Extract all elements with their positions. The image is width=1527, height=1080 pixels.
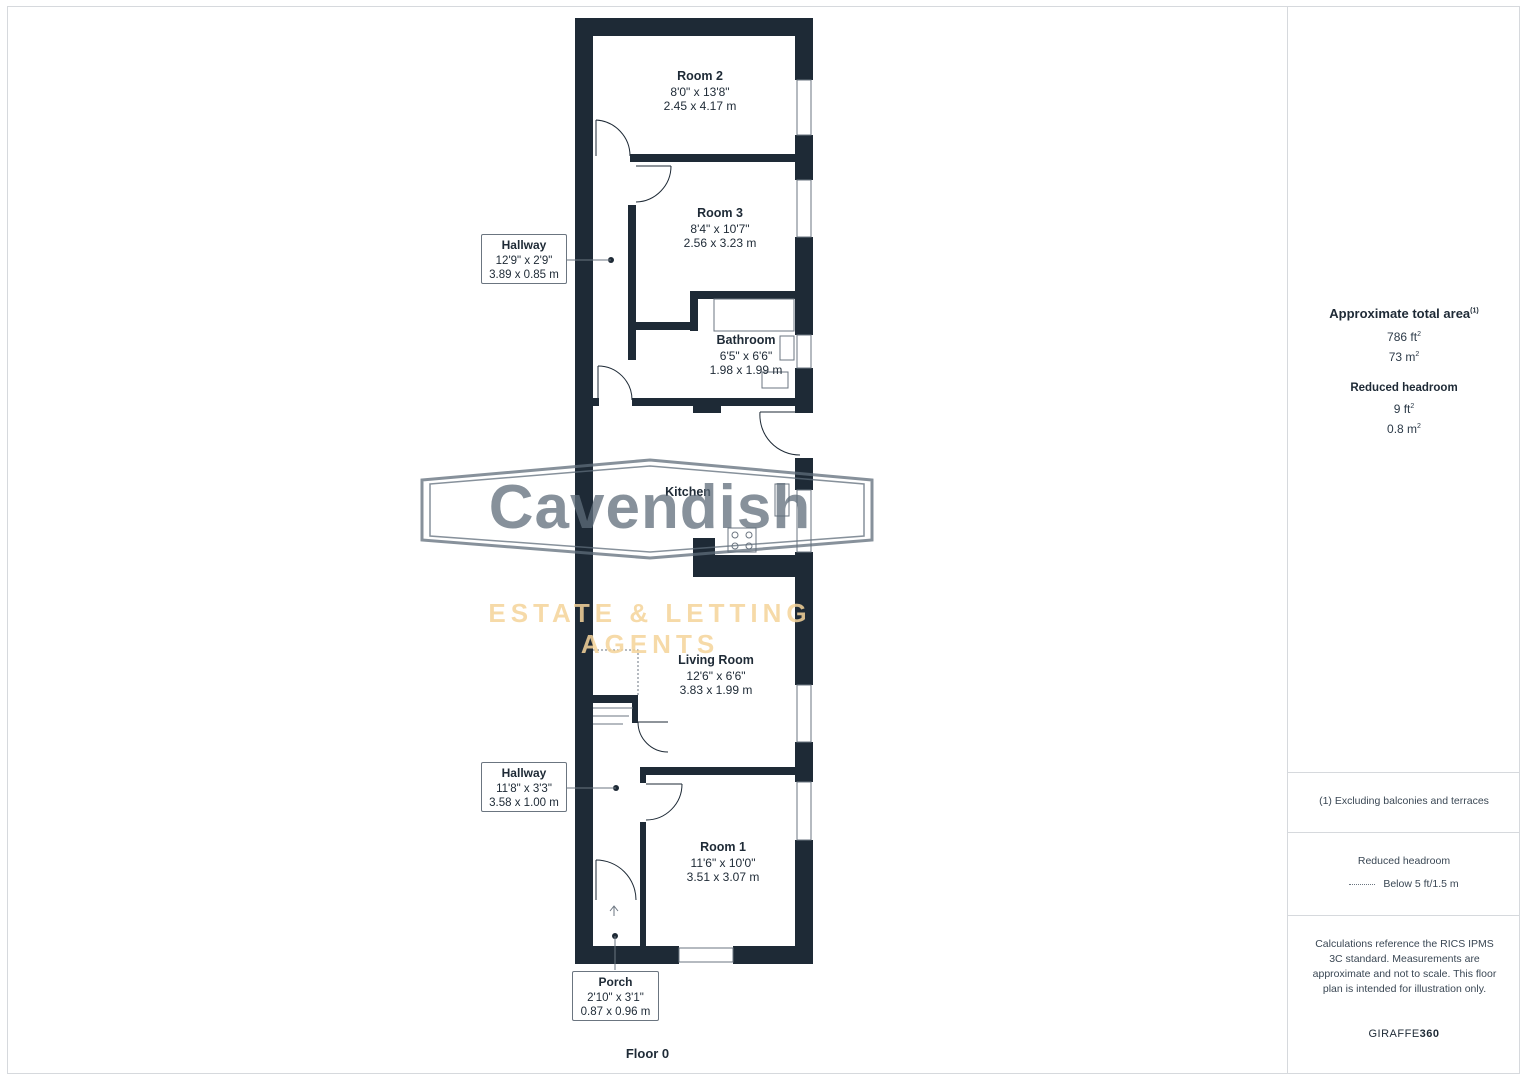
callout-name: Hallway <box>501 766 547 780</box>
legend-dotted-line <box>1349 883 1376 885</box>
total-area-block: Approximate total area(1) 786 ft2 73 m2 … <box>1288 306 1520 436</box>
callout-imperial: 12'9" x 2'9" <box>495 254 553 267</box>
info-sidebar: Approximate total area(1) 786 ft2 73 m2 … <box>1287 6 1520 1074</box>
callout-imperial: 11'8" x 3'3" <box>496 782 552 795</box>
leader-lines <box>567 259 616 970</box>
sidebar-divider <box>1288 915 1520 916</box>
reduced-ft: 9 ft <box>1393 402 1411 416</box>
living-room-name: Living Room <box>678 653 754 667</box>
disclaimer: Calculations reference the RICS IPMS 3C … <box>1312 938 1497 995</box>
sidebar-divider <box>1288 772 1520 773</box>
callout-name: Hallway <box>501 238 547 252</box>
total-area-m: 73 m <box>1388 350 1416 364</box>
room-1-imperial: 11'6" x 10'0" <box>691 856 756 870</box>
total-area-title: Approximate total area <box>1329 306 1471 321</box>
room-labels: Room 2 8'0" x 13'8" 2.45 x 4.17 m Room 3… <box>664 69 783 884</box>
living-room-imperial: 12'6" x 6'6" <box>686 669 745 683</box>
kitchen-name: Kitchen <box>665 485 711 499</box>
room-1-name: Room 1 <box>700 840 746 854</box>
watermark-brand: Cavendish <box>488 473 812 542</box>
bathroom-imperial: 6'5" x 6'6" <box>720 349 772 363</box>
reduced-ft-row: 9 ft2 <box>1288 402 1520 416</box>
bathroom-metric: 1.98 x 1.99 m <box>710 363 783 377</box>
room-3-metric: 2.56 x 3.23 m <box>684 236 757 250</box>
reduced-m: 0.8 m <box>1387 422 1418 436</box>
floor-plan: Room 2 8'0" x 13'8" 2.45 x 4.17 m Room 3… <box>420 18 874 970</box>
callout-metric: 3.89 x 0.85 m <box>489 269 559 281</box>
floor-label: Floor 0 <box>625 1046 670 1061</box>
callout-name: Porch <box>598 975 633 989</box>
room-2-imperial: 8'0" x 13'8" <box>670 85 729 99</box>
total-area-m-row: 73 m2 <box>1288 350 1520 364</box>
callout-metric: 0.87 x 0.96 m <box>580 1006 651 1018</box>
callout-hallway-upper: Hallway 12'9" x 2'9" 3.89 x 0.85 m <box>481 234 567 284</box>
total-area-title-row: Approximate total area(1) <box>1288 306 1520 321</box>
callout-porch: Porch 2'10" x 3'1" 0.87 x 0.96 m <box>572 971 659 1021</box>
watermark-tagline: ESTATE & LETTING AGENTS <box>488 598 812 659</box>
room-3-imperial: 8'4" x 10'7" <box>690 222 749 236</box>
logo-part-a: GIRAFFE <box>1368 1028 1420 1040</box>
sq-mark: 2 <box>1410 403 1415 410</box>
legend-title: Reduced headroom <box>1357 855 1451 867</box>
giraffe360-logo: GIRAFFE360 <box>1288 1028 1520 1040</box>
doors <box>595 119 801 901</box>
walls <box>575 18 813 964</box>
reduced-headroom-title: Reduced headroom <box>1350 382 1458 394</box>
sq-mark: 2 <box>1417 331 1421 338</box>
total-area-ft-row: 786 ft2 <box>1288 330 1520 344</box>
sidebar-divider <box>1288 832 1520 833</box>
living-room-metric: 3.83 x 1.99 m <box>680 683 753 697</box>
callout-hallway-lower: Hallway 11'8" x 3'3" 3.58 x 1.00 m <box>481 762 567 812</box>
total-area-footnote-mark: (1) <box>1470 307 1479 315</box>
sq-mark: 2 <box>1417 423 1421 430</box>
room-3-name: Room 3 <box>697 206 743 220</box>
page-frame <box>7 6 1520 1074</box>
room-1-metric: 3.51 x 3.07 m <box>687 870 760 884</box>
room-2-name: Room 2 <box>677 69 723 83</box>
bathroom-name: Bathroom <box>716 333 775 347</box>
callout-imperial: 2'10" x 3'1" <box>587 991 644 1004</box>
reduced-m-row: 0.8 m2 <box>1288 422 1520 436</box>
watermark-badge <box>420 458 874 560</box>
windows <box>678 79 812 963</box>
legend-item-label: Below 5 ft/1.5 m <box>1383 878 1459 890</box>
total-area-ft: 786 ft <box>1387 330 1418 344</box>
legend-item-row: Below 5 ft/1.5 m <box>1288 877 1520 892</box>
room-2-metric: 2.45 x 4.17 m <box>664 99 737 113</box>
callout-metric: 3.58 x 1.00 m <box>489 797 559 809</box>
sq-mark: 2 <box>1415 351 1420 358</box>
footnote: (1) Excluding balconies and terraces <box>1319 795 1489 807</box>
logo-part-b: 360 <box>1419 1028 1440 1040</box>
